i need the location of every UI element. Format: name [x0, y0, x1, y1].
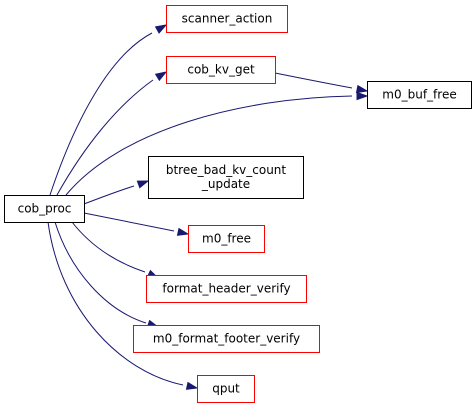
node-label: qput	[212, 382, 240, 396]
arrowhead	[154, 24, 168, 34]
node-label: _update	[201, 177, 250, 191]
edge-line	[71, 221, 146, 273]
edge-cob_proc-to-scanner_action	[49, 24, 168, 196]
node-box	[166, 56, 276, 84]
edge-line	[274, 72, 353, 89]
node-box	[146, 275, 307, 303]
edge-cob_proc-to-m0_buf_free	[65, 91, 369, 196]
arrowhead	[356, 91, 369, 101]
edge-cob_proc-to-format_header_verify	[71, 221, 160, 279]
edge-line	[47, 221, 184, 386]
node-cob-proc: cob_proc	[4, 195, 85, 223]
edge-cob_proc-to-qput	[47, 221, 199, 390]
edge-cob_proc-to-cob_kv_get	[56, 71, 168, 196]
arrowhead	[185, 381, 199, 390]
node-label: btree_bad_kv_count	[166, 163, 287, 177]
node-label: scanner_action	[182, 12, 273, 26]
node-box	[197, 375, 255, 403]
node-label: cob_proc	[18, 202, 72, 216]
edge-cob_kv_get-to-m0_buf_free	[274, 72, 369, 94]
node-scanner-action[interactable]: scanner_action	[166, 5, 288, 33]
nodes-layer: cob_proc scanner_action cob_kv_get m0_buf_f…	[4, 5, 472, 403]
edge-line	[83, 185, 135, 205]
node-cob-kv-get[interactable]: cob_kv_get	[166, 56, 276, 84]
edge-line	[83, 212, 175, 232]
node-box	[367, 81, 472, 109]
arrowhead	[355, 84, 369, 94]
node-box	[133, 325, 320, 353]
edge-line	[56, 79, 154, 196]
edge-cob_proc-to-m0_free	[83, 212, 190, 236]
arrowhead	[154, 71, 168, 82]
node-label: m0_buf_free	[382, 88, 456, 102]
node-m0-buf-free: m0_buf_free	[367, 81, 472, 109]
edge-line	[49, 32, 153, 196]
edge-line	[65, 95, 353, 196]
node-m0-format-footer-verify[interactable]: m0_format_footer_verify	[133, 325, 320, 353]
node-box	[148, 156, 304, 199]
node-label: m0_format_footer_verify	[153, 332, 300, 346]
edge-line	[54, 221, 147, 324]
node-label: m0_free	[202, 232, 251, 246]
node-box	[4, 195, 85, 223]
node-m0-free[interactable]: m0_free	[188, 225, 265, 253]
node-box	[188, 225, 265, 253]
arrowhead	[176, 227, 190, 236]
edge-cob_proc-to-m0_format_footer_verify	[54, 221, 160, 328]
edges-layer	[47, 24, 369, 390]
node-btree-bad-kv-count-update: btree_bad_kv_count_update	[148, 156, 304, 199]
edge-cob_proc-to-btree_bad_kv_count_update	[83, 180, 150, 205]
arrowhead	[136, 180, 150, 189]
node-qput[interactable]: qput	[197, 375, 255, 403]
node-label: format_header_verify	[162, 282, 290, 296]
node-label: cob_kv_get	[187, 63, 255, 77]
node-format-header-verify[interactable]: format_header_verify	[146, 275, 307, 303]
node-box	[166, 5, 288, 33]
